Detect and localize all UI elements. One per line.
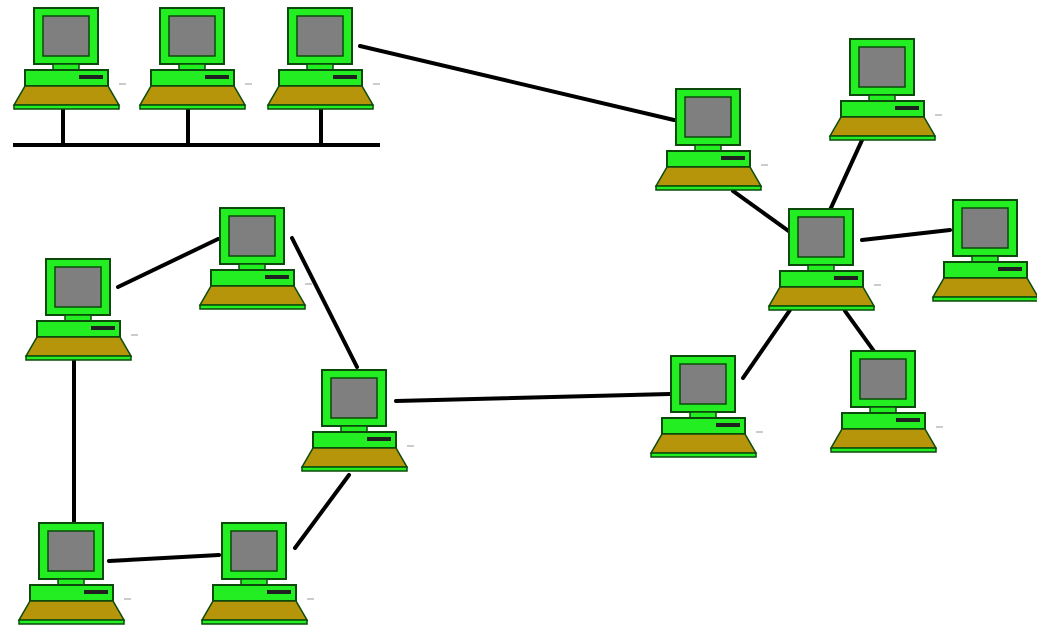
- keyboard: [200, 600, 309, 621]
- screen: [961, 207, 1009, 249]
- keyboard-edge: [829, 135, 936, 141]
- drive-slot: [265, 275, 289, 279]
- link-r1-r2: [116, 237, 220, 289]
- link-r2-r3: [290, 236, 359, 369]
- computer-icon-bus-b1: [12, 7, 126, 110]
- keyboard-edge: [267, 104, 374, 110]
- keyboard-edge: [13, 104, 120, 110]
- computer-icon-star-s2: [828, 38, 942, 141]
- drive-slot: [716, 423, 740, 427]
- drive-slot: [834, 276, 858, 280]
- bus-backbone: [13, 106, 380, 147]
- computer-icon-ring-r2: [198, 207, 312, 310]
- screen: [230, 530, 278, 572]
- keyboard: [12, 85, 121, 106]
- keyboard-edge: [650, 452, 757, 458]
- keyboard: [829, 428, 938, 449]
- keyboard: [767, 286, 876, 307]
- link-s0-s1: [731, 189, 792, 234]
- link-r3-s4: [394, 392, 672, 403]
- keyboard: [198, 285, 307, 306]
- computer-icon-bus-b2: [138, 7, 252, 110]
- computer-icon-ring-r1: [24, 258, 138, 361]
- drive-slot: [267, 590, 291, 594]
- keyboard: [654, 166, 763, 187]
- drive-slot: [896, 418, 920, 422]
- drive-slot: [721, 156, 745, 160]
- screen: [42, 15, 90, 57]
- screen: [228, 215, 276, 257]
- drive-slot: [205, 75, 229, 79]
- screen: [330, 377, 378, 419]
- keyboard: [649, 433, 758, 454]
- keyboard-edge: [18, 619, 125, 625]
- screen: [47, 530, 95, 572]
- drive-slot: [91, 326, 115, 330]
- screen: [168, 15, 216, 57]
- computer-icon-ring-r4: [17, 522, 131, 625]
- keyboard: [931, 277, 1037, 298]
- screen: [684, 96, 732, 138]
- keyboard-edge: [830, 447, 937, 453]
- link-s0-s2: [828, 136, 865, 212]
- keyboard: [266, 85, 375, 106]
- computer-icon-ring-r3: [300, 369, 414, 472]
- link-r4-r5: [107, 553, 221, 563]
- drive-slot: [84, 590, 108, 594]
- screen: [859, 358, 907, 400]
- nodes-layer: [12, 7, 1037, 625]
- screen: [858, 46, 906, 88]
- keyboard-edge: [25, 355, 132, 361]
- keyboard-edge: [199, 304, 306, 310]
- screen: [54, 266, 102, 308]
- computer-icon-star-s1: [654, 88, 768, 191]
- drive-slot: [998, 267, 1022, 271]
- screen: [679, 363, 727, 405]
- keyboard-edge: [301, 466, 408, 472]
- drive-slot: [895, 106, 919, 110]
- computer-icon-star-s4: [649, 355, 763, 458]
- links-layer: [72, 44, 952, 563]
- screen: [296, 15, 344, 57]
- keyboard-edge: [655, 185, 762, 191]
- drive-slot: [367, 437, 391, 441]
- keyboard-edge: [201, 619, 308, 625]
- keyboard: [828, 116, 937, 137]
- keyboard-edge: [768, 305, 875, 311]
- screen: [797, 216, 845, 258]
- link-b3-s1: [358, 44, 676, 122]
- keyboard-edge: [932, 296, 1037, 302]
- keyboard: [17, 600, 126, 621]
- link-s0-s4: [741, 308, 792, 380]
- computer-icon-star-s5: [829, 350, 943, 453]
- link-s0-s3: [860, 228, 952, 242]
- computer-icon-star-s0: [767, 208, 881, 311]
- keyboard: [300, 447, 409, 468]
- drive-slot: [333, 75, 357, 79]
- link-s0-s5: [843, 309, 878, 356]
- drive-slot: [79, 75, 103, 79]
- computer-icon-ring-r5: [200, 522, 314, 625]
- computer-icon-bus-b3: [266, 7, 380, 110]
- link-r3-r4: [293, 473, 351, 550]
- keyboard: [24, 336, 133, 357]
- keyboard-edge: [139, 104, 246, 110]
- computer-icon-star-s3: [931, 199, 1037, 302]
- keyboard: [138, 85, 247, 106]
